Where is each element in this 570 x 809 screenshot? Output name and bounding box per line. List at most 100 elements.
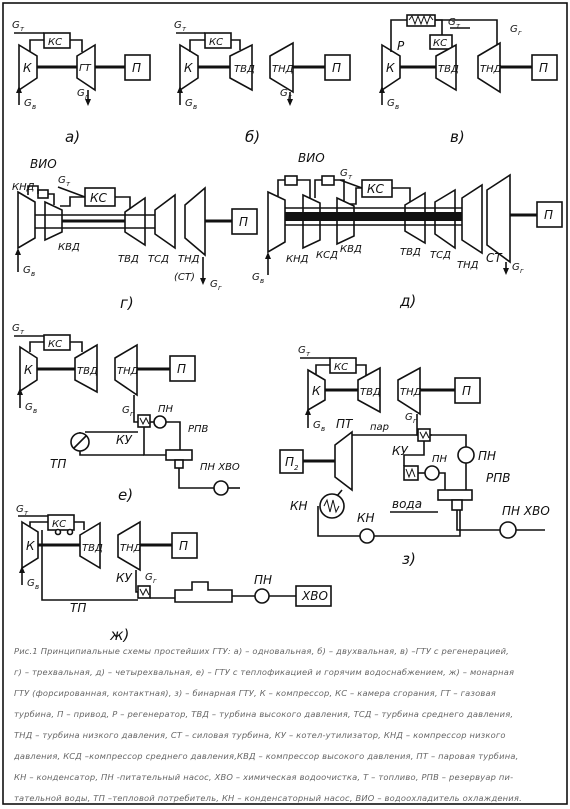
drive-b [324,54,351,81]
caption-line: турбина, П – привод, Р – регенератор, ТВ… [14,709,514,719]
gv-sub: в [33,407,37,415]
gg-symbol: G [280,88,288,99]
gt-sub: т [24,509,29,517]
panel-zh: К КС ТВД ТНД П G т G в G г КУ ПН [16,504,332,644]
caption-line: г) – трехвальная, д) – четырехвальная, е… [14,667,515,677]
gg-symbol: G [510,24,518,35]
caption-line: Рис.1 Принципиальные схемы простейших ГТ… [14,646,510,656]
lp-turbine-d [461,183,483,255]
drive-p2 [279,449,304,474]
gt-sub: т [66,180,71,188]
hvo-pump-z [499,521,517,539]
drive-zh [171,532,198,559]
arrow-air-b [177,86,183,93]
power-turbine-d [486,173,511,264]
p-label: П [179,539,188,553]
gg-sub: г [520,267,524,275]
lp-compressor-g [17,190,36,250]
kn-label-condenser: КН [290,499,308,513]
p-label: П [332,61,341,75]
p-label: П [132,61,141,75]
tnd-label: ТНД [178,254,200,265]
gt-sub: т [20,25,25,33]
tvd-label: ТВД [438,64,459,75]
k-label: К [26,539,35,553]
ks-label: КС [52,519,66,530]
compressor-b [179,43,199,92]
gv-symbol: G [24,98,32,109]
gg-symbol: G [405,412,413,423]
rpv-to-pn-e [178,468,214,489]
ks-label: КС [48,37,62,48]
k-label: К [312,384,321,398]
tvd-label: ТВД [234,64,255,75]
k-label: К [23,61,32,75]
air-to-ks-b [189,39,205,52]
ku-to-eco [403,441,425,466]
gv-symbol: G [252,272,260,283]
compressor-zh [21,520,39,570]
lp-turbine-zh [117,520,141,572]
ks-label: КС [209,37,223,48]
gt-symbol: G [174,20,182,31]
injector-1 [54,528,62,536]
feed-pump-zh [254,588,270,604]
st-label: СТ [486,251,503,265]
tvd-label: ТВД [77,366,98,377]
p-label: П [544,208,553,222]
feedwater-tank-e [165,449,193,461]
caption-line: ГТУ (форсированная, контактная), з) – би… [14,688,496,698]
ku-coil-z [419,430,430,440]
hvo-pump-e [213,480,229,496]
arrow-air-d [265,252,271,259]
gt-sub: т [306,350,311,358]
hvo-label: ХВО [301,589,328,603]
cooler2-to-hp [334,179,345,202]
panel-z: К КС ТВД ТНД П G т G в G г КУ пар ПТ П 2 [279,345,550,568]
pn-label: ПН [478,449,496,463]
arrow-air-v [379,86,385,93]
hvo-box [295,585,332,607]
lp-turbine-e [114,343,138,397]
arrow-exhaust-g [200,278,206,285]
gt-symbol: G [12,20,20,31]
economizer-coil [405,467,416,479]
compressor-v [381,43,401,92]
gas-to-turbine-a [70,39,83,52]
gv-sub: в [35,583,39,591]
arrow-exhaust-a [85,99,91,106]
ks-to-tvd-d [392,187,411,205]
hp-to-ks [60,196,85,207]
pt-to-condenser [336,489,343,497]
kn-label-pump: КН [357,511,375,525]
feed-pump-z2 [457,446,475,464]
intercooler-g [37,189,49,199]
gg-symbol: G [145,572,153,583]
gg-sub: г [130,410,134,418]
hp-turbine-e [74,343,98,394]
gt-symbol: G [340,168,348,179]
gg-sub: г [518,29,522,37]
tp-label: ТП [70,601,86,615]
ksd-label: КСД [316,250,338,261]
return-to-ks-zh [41,530,138,601]
panel-d: ВИО КНД КСД КВД КС G т ТВД ТСД ТНД СТ П [252,151,563,310]
air-to-regen [390,19,407,52]
gv-sub: в [321,425,325,433]
ks-label: КС [90,191,108,205]
panel-a: К КС ГТ П G т G в G г а) [12,20,151,146]
drive-e [169,355,196,382]
tsd-label: ТСД [430,250,451,261]
gt-label: ГТ [79,63,92,74]
gv-sub: в [260,277,264,285]
air-to-ks-z [315,364,330,374]
tnd-label: ТНД [117,366,139,377]
caption-v: в) [450,128,465,146]
p-label: П [462,384,471,398]
hp-turbine-g [124,196,146,247]
gv-symbol: G [23,265,31,276]
air-to-ks-a [29,39,44,52]
tnd-label: ТНД [400,387,422,398]
r-label: Р [397,39,405,53]
arrow-air-g [15,248,21,255]
